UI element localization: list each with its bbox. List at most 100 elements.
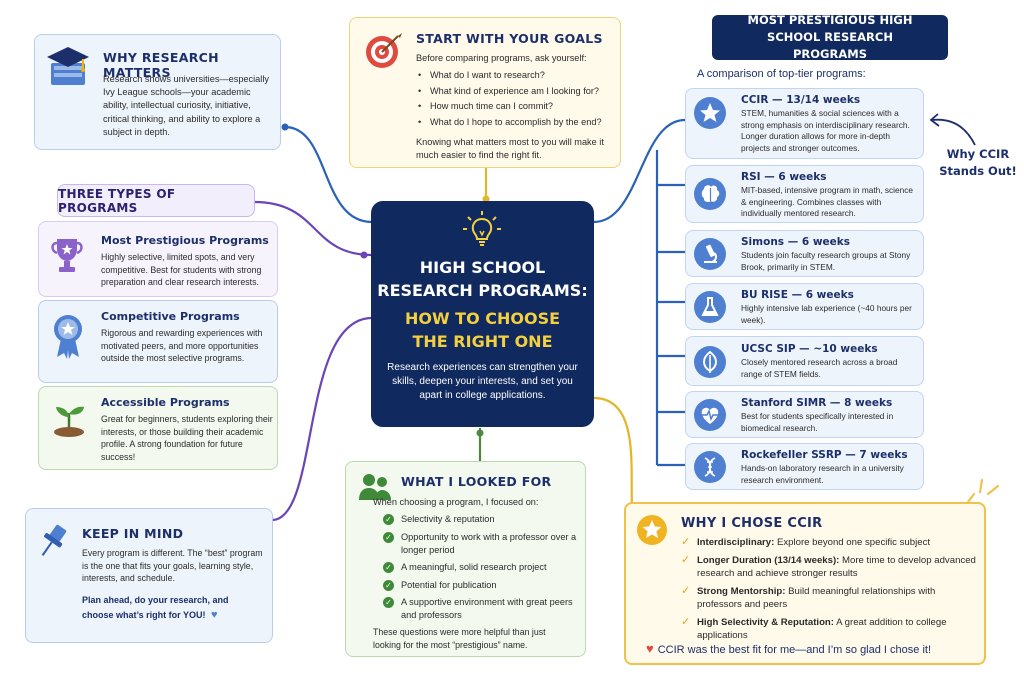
why-chose-card: WHY I CHOSE CCIR ✓Interdisciplinary: Exp… xyxy=(624,502,986,665)
people-icon xyxy=(358,472,392,502)
microscope-icon xyxy=(694,238,726,270)
center-title-line2: RESEARCH PROGRAMS: xyxy=(377,281,588,300)
keep-in-mind-title: KEEP IN MIND xyxy=(82,526,184,541)
why-research-title: WHY RESEARCH MATTERS xyxy=(103,50,219,80)
looked-for-item: ✓A supportive environment with great pee… xyxy=(381,596,579,622)
start-goals-card: START WITH YOUR GOALS Before comparing p… xyxy=(349,17,621,168)
program-card-rockefeller-ssrp[interactable]: Rockefeller SSRP — 7 weeks Hands-on labo… xyxy=(685,443,924,490)
why-chose-item: ✓High Selectivity & Reputation: A great … xyxy=(681,616,947,641)
why-chose-list: ✓Interdisciplinary: Explore beyond one s… xyxy=(681,536,976,647)
dna-icon xyxy=(694,451,726,483)
star-icon xyxy=(694,97,726,129)
program-desc: STEM, humanities & social sciences with … xyxy=(741,108,910,153)
three-types-title: THREE TYPES OF PROGRAMS xyxy=(58,186,176,215)
center-title-line1: HIGH SCHOOL xyxy=(419,258,546,277)
ribbon-badge-icon xyxy=(51,313,85,359)
why-ccir-note: Why CCIR Stands Out! xyxy=(936,146,1020,180)
center-card: HIGH SCHOOL RESEARCH PROGRAMS: HOW TO CH… xyxy=(371,201,594,427)
type-desc: Great for beginners, students exploring … xyxy=(101,414,273,462)
type-card-accessible: Accessible Programs Great for beginners,… xyxy=(38,386,278,470)
prestigious-header-banner: MOST PRESTIGIOUS HIGH SCHOOL RESEARCH PR… xyxy=(712,13,948,61)
program-name: Stanford SIMR — 8 weeks xyxy=(741,397,893,409)
looked-for-item: ✓Potential for publication xyxy=(381,579,579,592)
check-icon: ✓ xyxy=(383,514,394,525)
sprout-icon xyxy=(51,399,87,439)
goal-question: What do I want to research? xyxy=(416,68,602,84)
program-card-bu-rise[interactable]: BU RISE — 6 weeks Highly intensive lab e… xyxy=(685,283,924,330)
why-ccir-arrow xyxy=(931,118,976,146)
type-name: Most Prestigious Programs xyxy=(101,234,269,247)
program-card-rsi[interactable]: RSI — 6 weeks MIT-based, intensive progr… xyxy=(685,165,924,223)
why-research-card: WHY RESEARCH MATTERS Research shows univ… xyxy=(34,34,281,150)
target-icon xyxy=(364,30,404,70)
heart-icon: ♥ xyxy=(211,609,218,621)
why-chose-item: ✓Interdisciplinary: Explore beyond one s… xyxy=(681,536,931,548)
why-chose-item: ✓Strong Mentorship: Build meaningful rel… xyxy=(681,585,936,610)
type-card-competitive: Competitive Programs Rigorous and reward… xyxy=(38,300,278,383)
program-card-ccir[interactable]: CCIR — 13/14 weeks STEM, humanities & so… xyxy=(685,88,924,159)
why-chose-item: ✓Longer Duration (13/14 weeks): More tim… xyxy=(681,554,976,579)
keep-in-mind-card: KEEP IN MIND Every program is different.… xyxy=(25,508,273,643)
looked-for-title: WHAT I LOOKED FOR xyxy=(401,474,552,489)
brain-icon xyxy=(694,178,726,210)
looked-for-list: ✓Selectivity & reputation ✓Opportunity t… xyxy=(381,513,579,627)
center-body: Research experiences can strengthen your… xyxy=(387,362,578,401)
start-goals-title: START WITH YOUR GOALS xyxy=(416,31,603,46)
program-desc: Students join faculty research groups at… xyxy=(741,250,911,272)
program-card-stanford-simr[interactable]: Stanford SIMR — 8 weeks Best for student… xyxy=(685,391,924,438)
type-name: Competitive Programs xyxy=(101,310,240,323)
sparkle-icon xyxy=(966,478,1000,504)
goal-question: What do I hope to accomplish by the end? xyxy=(416,115,602,131)
check-icon: ✓ xyxy=(681,585,691,597)
program-name: RSI — 6 weeks xyxy=(741,171,827,183)
connector-types xyxy=(253,200,373,257)
program-card-ucsc-sip[interactable]: UCSC SIP — ~10 weeks Closely mentored re… xyxy=(685,336,924,386)
type-desc: Highly selective, limited spots, and ver… xyxy=(101,252,262,287)
program-desc: MIT-based, intensive program in math, sc… xyxy=(741,185,914,218)
connector-programs xyxy=(593,118,686,224)
type-desc: Rigorous and rewarding experiences with … xyxy=(101,328,263,363)
program-card-simons[interactable]: Simons — 6 weeks Students join faculty r… xyxy=(685,230,924,277)
keep-in-mind-body: Every program is different. The “best” p… xyxy=(82,548,263,583)
check-icon: ✓ xyxy=(383,531,394,543)
start-goals-outro: Knowing what matters most to you will ma… xyxy=(416,137,604,161)
program-name: Rockefeller SSRP — 7 weeks xyxy=(741,449,908,461)
connector-keep-in-mind xyxy=(271,316,373,522)
looked-for-item: ✓Opportunity to work with a professor ov… xyxy=(381,531,579,557)
looked-for-card: WHAT I LOOKED FOR When choosing a progra… xyxy=(345,461,586,657)
start-goals-intro: Before comparing programs, ask yourself: xyxy=(416,53,587,63)
goal-question: What kind of experience am I looking for… xyxy=(416,84,602,100)
why-chose-closing: ♥CCIR was the best fit for me—and I’m so… xyxy=(646,641,931,656)
check-icon: ✓ xyxy=(681,554,691,566)
program-name: UCSC SIP — ~10 weeks xyxy=(741,343,878,355)
why-chose-closing-text: CCIR was the best fit for me—and I’m so … xyxy=(657,644,931,656)
program-name: BU RISE — 6 weeks xyxy=(741,289,854,301)
program-name: Simons — 6 weeks xyxy=(741,236,850,248)
keep-in-mind-plan: Plan ahead, do your research, and choose… xyxy=(82,593,262,623)
looked-for-item: ✓Selectivity & reputation xyxy=(381,513,579,526)
why-research-body: Research shows universities—especially I… xyxy=(103,74,269,137)
heart-icon: ♥ xyxy=(646,641,654,656)
why-ccir-note-line1: Why CCIR xyxy=(946,147,1010,161)
looked-for-item: ✓A meaningful, solid research project xyxy=(381,561,579,574)
looked-for-intro: When choosing a program, I focused on: xyxy=(373,497,539,507)
check-icon: ✓ xyxy=(383,579,394,591)
center-title-line3: HOW TO CHOOSE xyxy=(404,309,561,328)
star-badge-icon xyxy=(636,514,668,546)
check-icon: ✓ xyxy=(681,616,691,628)
program-desc: Hands-on laboratory research in a univer… xyxy=(741,463,904,485)
goal-question: How much time can I commit? xyxy=(416,99,602,115)
keep-in-mind-plan-text: Plan ahead, do your research, and choose… xyxy=(82,595,229,620)
looked-for-outro: These questions were more helpful than j… xyxy=(373,627,546,650)
program-name: CCIR — 13/14 weeks xyxy=(741,94,861,106)
type-card-prestigious: Most Prestigious Programs Highly selecti… xyxy=(38,221,278,297)
connector-why-research xyxy=(284,125,373,224)
lightbulb-icon xyxy=(460,209,504,251)
goal-questions: What do I want to research? What kind of… xyxy=(416,68,602,130)
program-desc: Best for students specifically intereste… xyxy=(741,411,894,433)
three-types-header: THREE TYPES OF PROGRAMS xyxy=(57,184,255,217)
type-name: Accessible Programs xyxy=(101,396,230,409)
check-icon: ✓ xyxy=(383,562,394,573)
why-ccir-note-line2: Stands Out! xyxy=(939,164,1017,178)
